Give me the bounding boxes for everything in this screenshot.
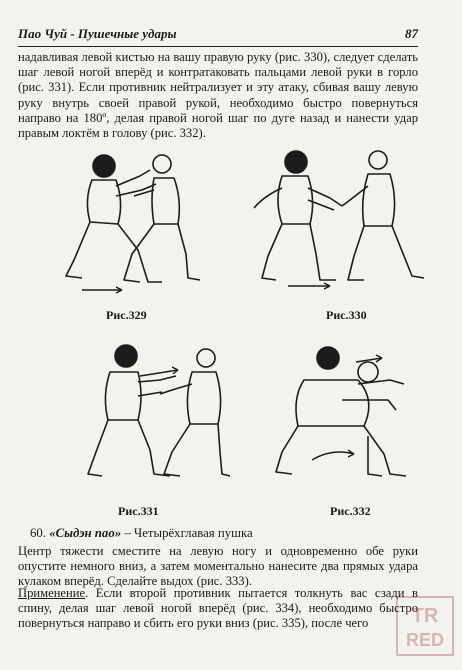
section-description: – Четырёхглавая пушка (121, 526, 253, 540)
figure-330-illustration (253, 150, 425, 290)
svg-text:TR: TR (412, 605, 439, 627)
running-header: Пао Чуй - Пушечные удары 87 (18, 26, 418, 47)
paragraph-3: Применение. Если второй противник пытает… (18, 586, 418, 632)
figure-caption: Рис.331 (118, 504, 159, 518)
section-number: 60. (30, 526, 46, 540)
application-label: Применение (18, 586, 86, 600)
figure-caption: Рис.329 (106, 308, 147, 322)
paragraph-1: надавливая левой кистью на вашу правую р… (18, 50, 418, 141)
section-title: 60. «Сыдэн пао» – Четырёхглавая пушка (30, 526, 253, 541)
figure-329-illustration (65, 154, 201, 294)
figure-331-illustration (87, 344, 230, 477)
running-title: Пао Чуй - Пушечные удары (18, 26, 177, 41)
figure-332-illustration (275, 346, 407, 477)
figure-caption: Рис.330 (326, 308, 367, 322)
paragraph-2: Центр тяжести сместите на левую ногу и о… (18, 544, 418, 589)
watermark-logo: TR RED (396, 596, 454, 656)
application-text: . Если второй противник пытается толкнут… (18, 586, 418, 631)
section-name: «Сыдэн пао» (49, 526, 122, 540)
page-number: 87 (405, 26, 418, 41)
svg-text:RED: RED (406, 630, 444, 650)
figure-caption: Рис.332 (330, 504, 371, 518)
